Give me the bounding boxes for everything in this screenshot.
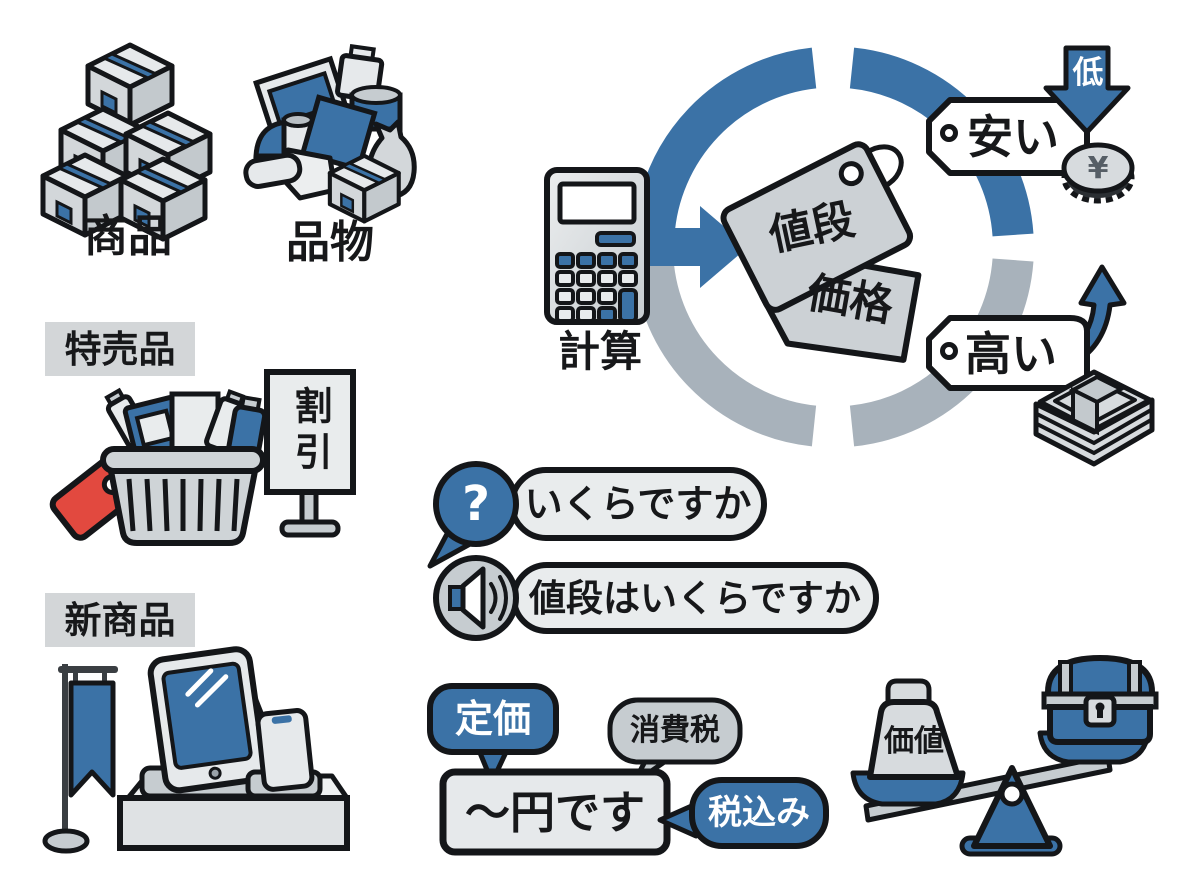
ring-arc-lower-left [632,258,817,447]
tablet-icon [147,646,268,794]
yen-amount-box [439,768,671,856]
phone-icon [255,708,315,792]
calculator-icon [544,167,650,325]
scale-fulcrum [971,765,1053,849]
goods-pile-icon [243,44,417,221]
sale-items-label-bg [45,322,195,376]
scale-left-pan [850,770,966,807]
price-tag-nedan [720,141,914,313]
expensive-tag [926,315,1090,391]
sale-basket-icon [49,387,268,546]
value-weight-icon [867,678,961,780]
yen-coin-icon [1061,142,1135,204]
how-much-bubble [509,467,767,541]
balance-scale-icon [850,654,1159,857]
ring-arc-upper-left [633,47,817,237]
question-icon [427,461,519,569]
discount-sign-icon [264,369,356,538]
low-price-down-arrow-icon [1043,45,1131,135]
tax-included-bubble [657,777,829,849]
price-tags-icon [720,141,922,363]
treasure-chest-icon [1041,654,1159,745]
flow-arrow-icon [648,206,748,288]
list-price-bubble [427,683,559,785]
price-how-much-bubble [511,562,879,634]
new-product-label-bg [45,593,195,647]
register-display-icon [117,646,350,851]
speaker-icon [433,555,519,641]
product-boxes-icon [43,45,210,239]
calculator-keys [555,252,638,323]
money-stack-icon [1033,369,1155,467]
banner-flag-icon [42,664,118,854]
